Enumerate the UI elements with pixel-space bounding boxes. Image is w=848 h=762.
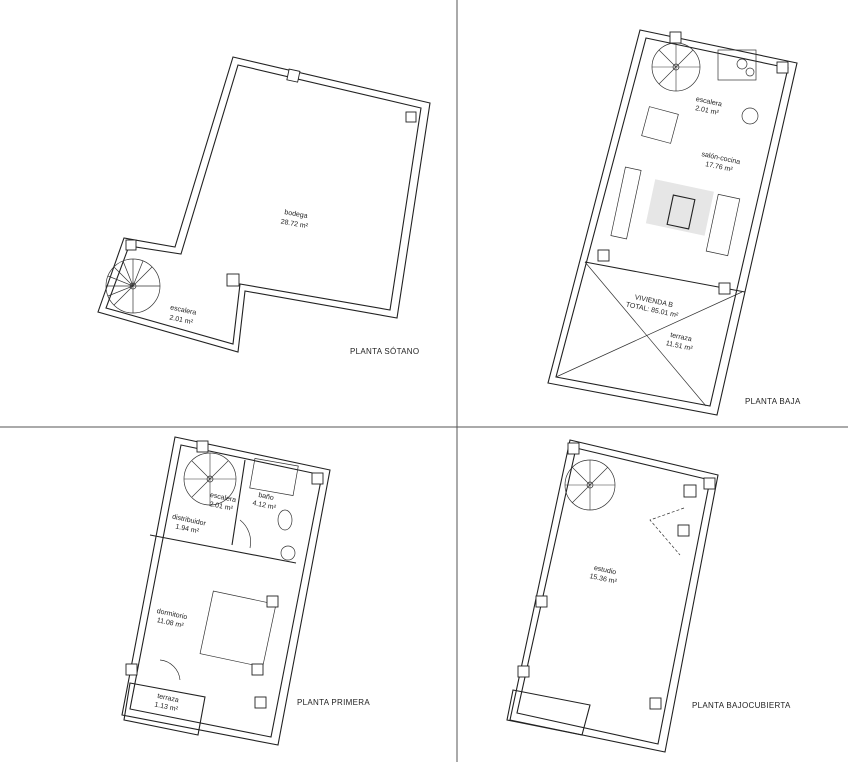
room-area: 28.72 m² [280,219,309,231]
plan-bajocubierta: estudio 15.36 m² PLANTA BAJOCUBIERTA [506,439,791,753]
sofa-icon [705,193,741,257]
room-area: 2.01 m² [209,501,234,513]
room-area: 2.01 m² [695,105,720,117]
dining-table-icon [641,106,679,144]
room-name: estudio [593,565,617,577]
room-area: 2.01 m² [169,315,194,327]
plan-title: PLANTA PRIMERA [297,698,370,707]
washbasin-icon [280,545,296,561]
room-name: terraza [670,332,693,343]
cooktop-icon [717,49,757,81]
plan-sotano: bodega 28.72 m² escalera 2.01 m² PLANTA … [97,56,431,356]
door-swing-icon [159,659,181,681]
coffee-table-icon [666,194,696,230]
cabinet-icon [610,166,642,240]
plan-title: PLANTA SÓTANO [350,347,419,356]
door-swing-icon [239,519,251,549]
plan-title: PLANTA BAJA [745,397,801,406]
room-name: terraza [157,693,180,704]
spiral-stair-icon [105,258,161,314]
spiral-stair-icon [564,459,616,511]
spiral-stair-icon [183,452,237,506]
room-name: baño [258,492,275,502]
room-area: 1.94 m² [175,524,200,536]
chimney-icon [683,484,697,498]
plan-baja: escalera 2.01 m² salón-cocina 17.76 m² V… [547,29,801,416]
room-area: 1.13 m² [154,702,179,714]
bathtub-icon [249,458,299,496]
spiral-stair-icon [651,42,701,92]
room-area: 4.12 m² [252,500,277,512]
bed-icon [199,590,277,668]
rug-icon [645,179,714,236]
plan-title: PLANTA BAJOCUBIERTA [692,701,791,710]
sink-icon [741,107,759,125]
plan-primera: escalera 2.01 m² baño 4.12 m² distribuid… [121,436,370,746]
toilet-icon [277,509,293,531]
room-name: bodega [284,209,308,220]
